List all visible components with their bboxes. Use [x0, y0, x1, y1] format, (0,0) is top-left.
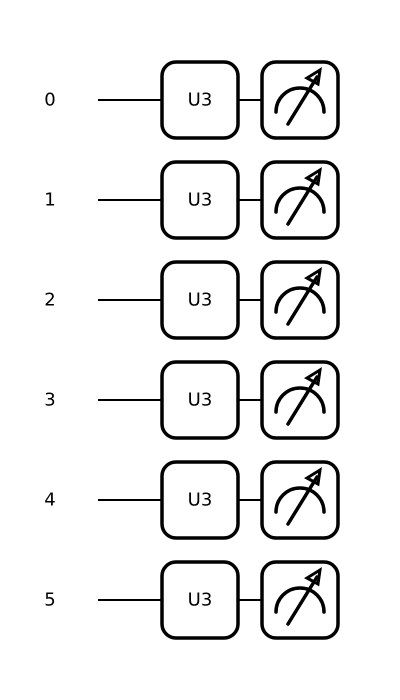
- meter-arrowhead: [304, 67, 322, 87]
- gate-label: U3: [188, 90, 213, 111]
- measurement-meter-icon: [274, 367, 326, 426]
- meter-needle: [286, 575, 319, 626]
- meter-arrowhead: [304, 467, 322, 487]
- qubit-label: 1: [44, 190, 55, 211]
- measurement-gate: [260, 360, 340, 440]
- measurement-meter-icon: [274, 567, 326, 626]
- gate-box: [160, 460, 240, 540]
- gate-label: U3: [188, 190, 213, 211]
- gate-box: [160, 160, 240, 240]
- gate-label: U3: [188, 390, 213, 411]
- meter-arc: [274, 86, 326, 114]
- measurement-gate: [260, 60, 340, 140]
- meter-arc: [274, 286, 326, 314]
- measurement-meter-icon: [274, 267, 326, 326]
- qubit-label: 3: [44, 390, 55, 411]
- qubit-wire-2: 2 U3: [44, 260, 340, 340]
- meter-arc: [274, 386, 326, 414]
- measurement-meter-icon: [274, 67, 326, 126]
- measurement-box: [260, 60, 340, 140]
- u3-gate: U3: [160, 160, 240, 240]
- meter-needle: [286, 175, 319, 226]
- qubit-label: 0: [44, 90, 55, 111]
- measurement-box: [260, 560, 340, 640]
- measurement-meter-icon: [274, 167, 326, 226]
- measurement-meter-icon: [274, 467, 326, 526]
- u3-gate: U3: [160, 60, 240, 140]
- measurement-box: [260, 260, 340, 340]
- qubit-wire-1: 1 U3: [44, 160, 340, 240]
- qubit-label: 2: [44, 290, 55, 311]
- u3-gate: U3: [160, 360, 240, 440]
- qubit-label: 4: [44, 490, 55, 511]
- measurement-gate: [260, 560, 340, 640]
- meter-arc: [274, 586, 326, 614]
- measurement-box: [260, 460, 340, 540]
- meter-arrowhead: [304, 567, 322, 587]
- qubit-wire-4: 4 U3: [44, 460, 340, 540]
- gate-box: [160, 560, 240, 640]
- qubit-wire-3: 3 U3: [44, 360, 340, 440]
- meter-arrowhead: [304, 267, 322, 287]
- meter-arrowhead: [304, 167, 322, 187]
- meter-needle: [286, 375, 319, 426]
- gate-label: U3: [188, 290, 213, 311]
- measurement-gate: [260, 260, 340, 340]
- meter-arc: [274, 186, 326, 214]
- gate-label: U3: [188, 590, 213, 611]
- qubit-wire-0: 0 U3: [44, 60, 340, 140]
- qubit-wire-5: 5 U3: [44, 560, 340, 640]
- u3-gate: U3: [160, 260, 240, 340]
- meter-needle: [286, 75, 319, 126]
- meter-arrowhead: [304, 367, 322, 387]
- u3-gate: U3: [160, 560, 240, 640]
- meter-needle: [286, 275, 319, 326]
- meter-arc: [274, 486, 326, 514]
- meter-needle: [286, 475, 319, 526]
- gate-box: [160, 360, 240, 440]
- u3-gate: U3: [160, 460, 240, 540]
- measurement-gate: [260, 460, 340, 540]
- measurement-gate: [260, 160, 340, 240]
- gate-label: U3: [188, 490, 213, 511]
- gate-box: [160, 260, 240, 340]
- measurement-box: [260, 160, 340, 240]
- gate-box: [160, 60, 240, 140]
- measurement-box: [260, 360, 340, 440]
- qubit-label: 5: [44, 590, 55, 611]
